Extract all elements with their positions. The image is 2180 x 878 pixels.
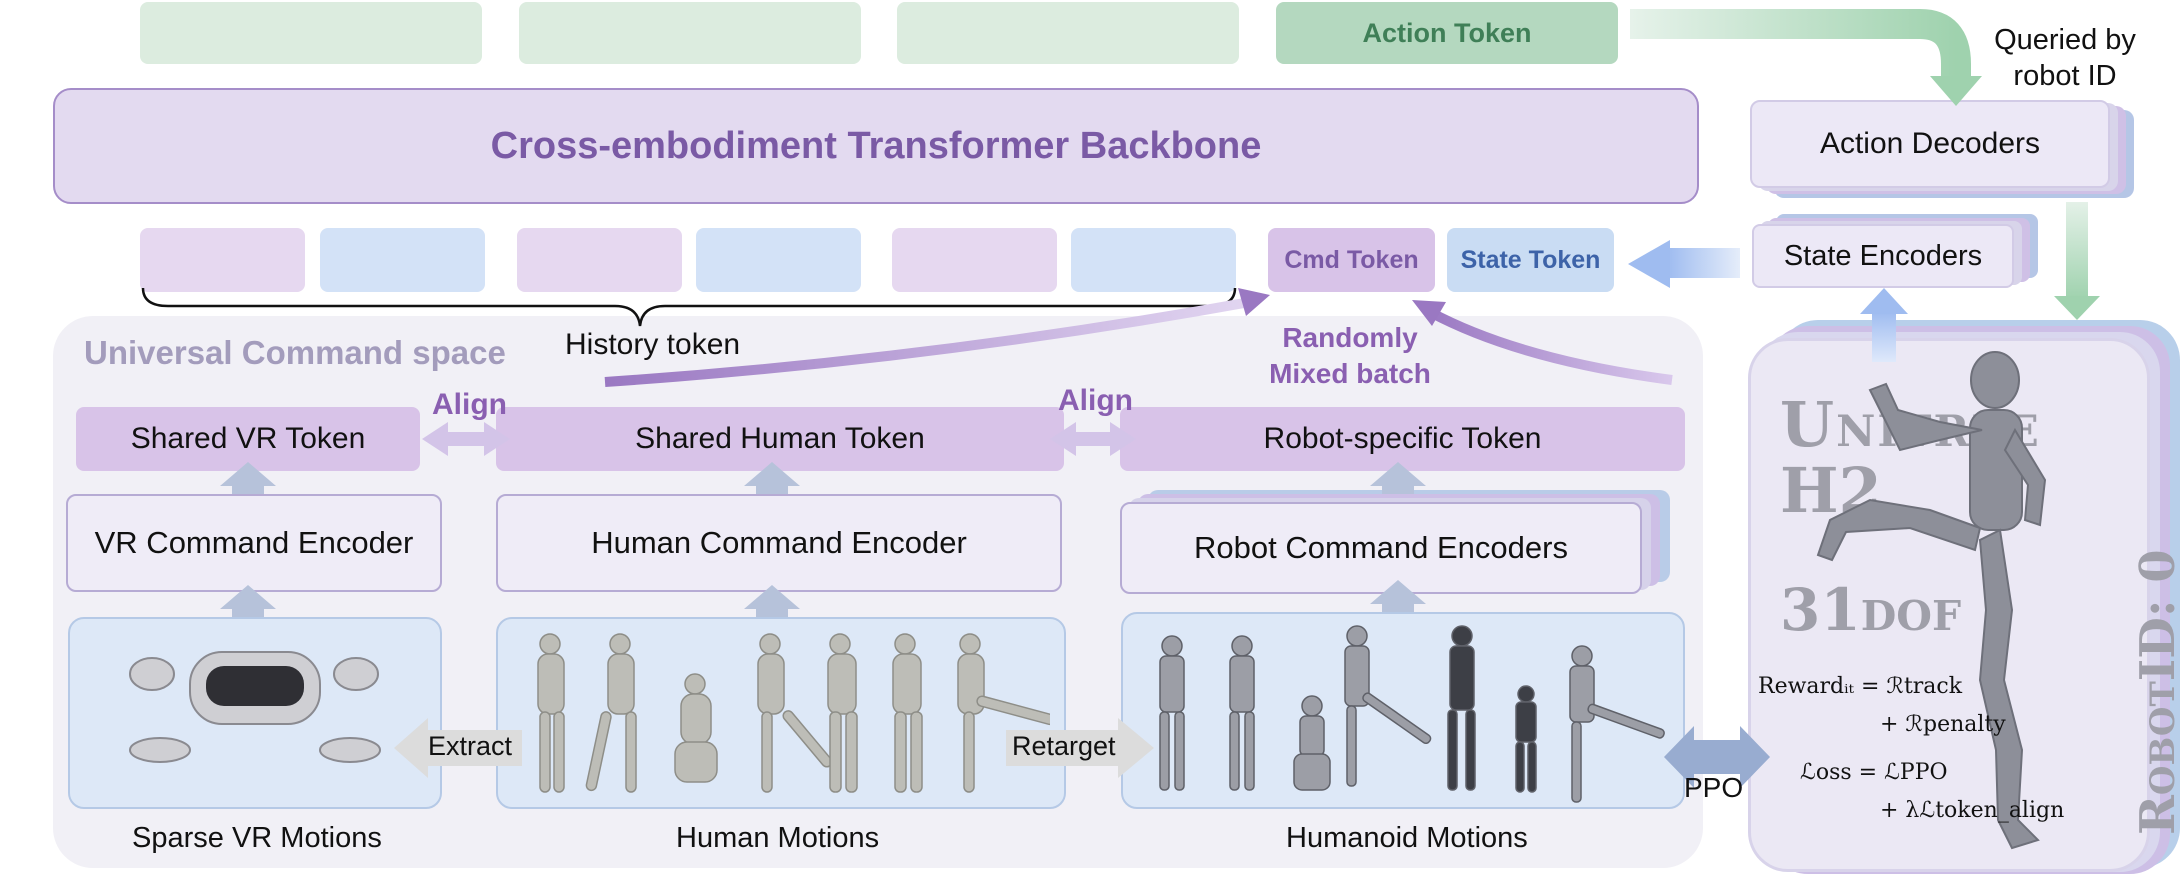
history-state-token-1 [320, 228, 485, 292]
vr-headset-and-controllers [129, 651, 381, 763]
sparse-vr-motions-label: Sparse VR Motions [132, 822, 382, 854]
action-decoders: Action Decoders [1750, 100, 2110, 188]
robot-dof: 31dof [1780, 576, 1962, 644]
retarget-arrow [1006, 718, 1154, 778]
cmd-token: Cmd Token [1268, 228, 1435, 292]
history-cmd-token-3 [892, 228, 1057, 292]
robot-command-encoders: Robot Command Encoders [1120, 502, 1642, 594]
humanoid-motion-figures [1159, 625, 1665, 803]
output-token-2 [519, 2, 861, 64]
history-cmd-token-2 [517, 228, 682, 292]
unitree-h2-robot-figure [1816, 351, 2047, 850]
extract-arrow [394, 718, 522, 778]
robot-specific-token: Robot-specific Token [1120, 407, 1685, 471]
state-token: State Token [1447, 228, 1614, 292]
transformer-backbone: Cross-embodiment Transformer Backbone [53, 88, 1699, 204]
loss-formula-line2: + λℒtoken_align [1880, 798, 2065, 823]
retarget-label: Retarget [1012, 731, 1116, 761]
align-label-right: Align [1058, 384, 1133, 417]
action-decoders-stack: Action Decoders [1750, 100, 2150, 200]
output-token-3 [897, 2, 1239, 64]
history-token-label: History token [565, 328, 741, 361]
human-motion-figures [537, 633, 1050, 793]
shared-vr-token: Shared VR Token [76, 407, 420, 471]
robot-card-stack [1748, 312, 2180, 874]
loss-formula-line1: ℒoss = ℒPPO [1800, 760, 1948, 785]
action-to-decoder-arrow [1630, 9, 1971, 78]
align-label-left: Align [432, 388, 507, 421]
vr-command-encoder: VR Command Encoder [66, 494, 442, 592]
randomly-mixed-batch-label: Randomly Mixed batch [1269, 321, 1431, 389]
ppo-double-arrow [1664, 726, 1770, 788]
action-token: Action Token [1276, 2, 1618, 64]
reward-formula-line1: Rewardᵢₜ = ℛtrack [1758, 674, 1963, 699]
human-motions-label: Human Motions [676, 822, 880, 854]
humanoid-motions-label: Humanoid Motions [1286, 822, 1528, 854]
human-command-encoder: Human Command Encoder [496, 494, 1062, 592]
state-encoders-stack: State Encoders [1752, 214, 2052, 304]
history-state-token-3 [1071, 228, 1236, 292]
robot-command-encoders-stack: Robot Command Encoders [1120, 490, 1680, 600]
reward-formula-line2: + ℛpenalty [1880, 712, 2006, 737]
ppo-label: PPO [1684, 772, 1744, 803]
queried-by-robot-id-label: Queried by robot ID [1994, 23, 2136, 92]
history-cmd-token-1 [140, 228, 305, 292]
robot-id-label: RobotID: 0 [2130, 549, 2180, 835]
extract-label: Extract [428, 731, 513, 761]
output-token-1 [140, 2, 482, 64]
state-encoders: State Encoders [1752, 224, 2014, 288]
universal-command-space-title: Universal Command space [84, 334, 506, 371]
shared-human-token: Shared Human Token [496, 407, 1064, 471]
history-state-token-2 [696, 228, 861, 292]
